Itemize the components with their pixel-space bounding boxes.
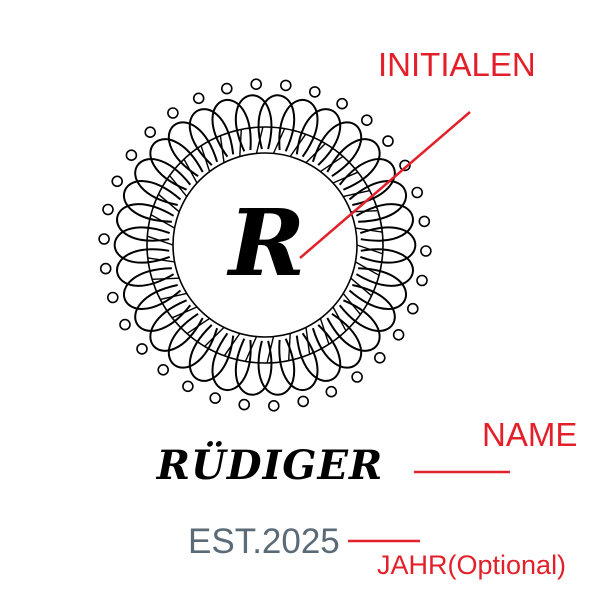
stamp-name: RÜDIGER xyxy=(156,442,384,489)
stamp-initial: R xyxy=(228,189,306,297)
initialen-pointer-line xyxy=(299,111,471,259)
callout-initialen-label: INITIALEN xyxy=(378,46,536,83)
callout-year-label: JAHR(Optional) xyxy=(377,550,567,580)
decorative-loop-wreath xyxy=(98,78,432,412)
callout-name-label: NAME xyxy=(482,416,578,453)
stamp-year: EST.2025 xyxy=(188,522,340,561)
